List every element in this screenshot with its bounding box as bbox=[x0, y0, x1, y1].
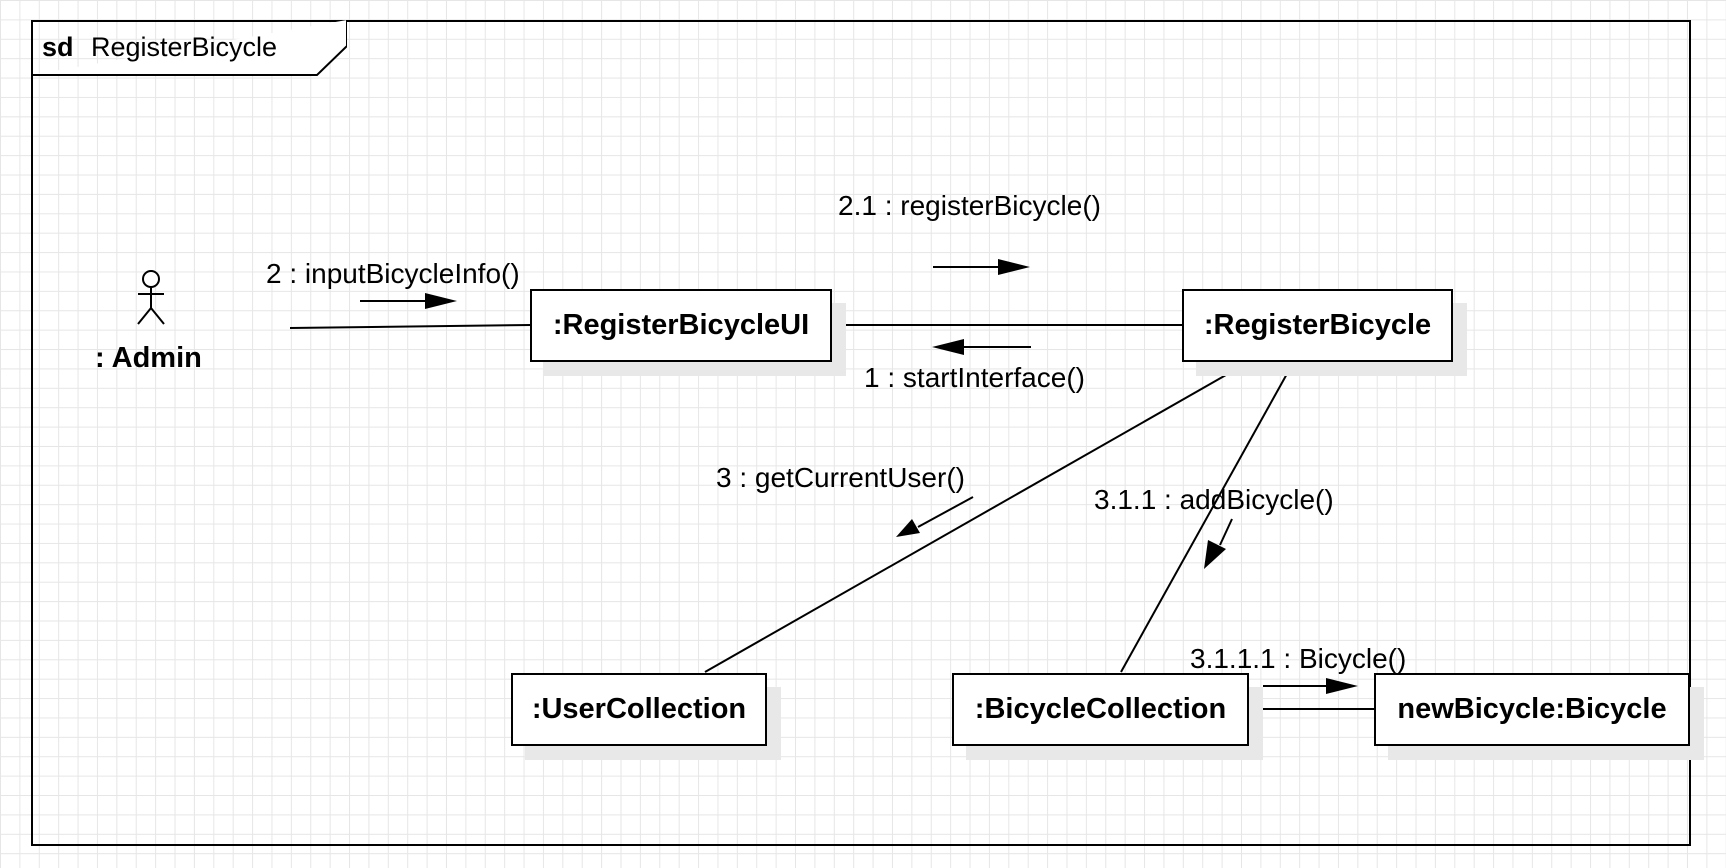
message-label-getcurrentuser: 3 : getCurrentUser() bbox=[716, 462, 965, 493]
message-label-bicycle-constructor: 3.1.1.1 : Bicycle() bbox=[1190, 643, 1407, 674]
object-usercollection[interactable]: :UserCollection bbox=[511, 673, 767, 746]
arrow-startinterface bbox=[932, 339, 1031, 355]
arrow-inputbicycleinfo bbox=[360, 293, 457, 309]
interaction-frame bbox=[31, 20, 1691, 846]
object-newbicycle[interactable]: newBicycle:Bicycle bbox=[1374, 673, 1690, 746]
frame-name: RegisterBicycle bbox=[91, 32, 278, 62]
arrow-addbicycle bbox=[1204, 518, 1233, 569]
link-register-bicyclecollection bbox=[1120, 362, 1294, 673]
frame-keyword: sd bbox=[42, 32, 74, 62]
object-registerbicycleui[interactable]: :RegisterBicycleUI bbox=[530, 289, 832, 362]
message-label-addbicycle: 3.1.1 : addBicycle() bbox=[1094, 484, 1334, 515]
message-label-inputbicycleinfo: 2 : inputBicycleInfo() bbox=[266, 258, 520, 289]
arrow-bicycle-constructor bbox=[1263, 678, 1358, 694]
actor-label: : Admin bbox=[95, 342, 202, 374]
object-bicyclecollection[interactable]: :BicycleCollection bbox=[952, 673, 1249, 746]
frame-header: sd RegisterBicycle bbox=[31, 20, 347, 77]
message-label-registerbicycle: 2.1 : registerBicycle() bbox=[838, 190, 1101, 221]
object-registerbicycle[interactable]: :RegisterBicycle bbox=[1182, 289, 1453, 362]
frame-tab-shape bbox=[31, 20, 347, 76]
arrow-getcurrentuser bbox=[896, 496, 974, 537]
link-admin-ui bbox=[289, 324, 532, 329]
arrow-registerbicycle bbox=[933, 259, 1030, 275]
message-label-startinterface: 1 : startInterface() bbox=[864, 362, 1085, 393]
link-register-usercollection bbox=[704, 362, 1248, 673]
actor-stick-figure-icon bbox=[137, 270, 165, 325]
